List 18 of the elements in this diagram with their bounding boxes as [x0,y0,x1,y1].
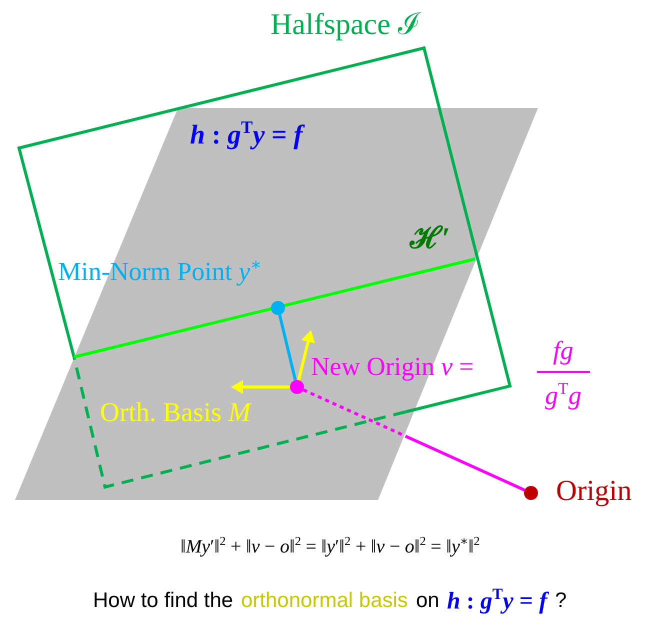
question-equation: h : g$^{T}$y = f [447,586,548,614]
question-text: orthonormal basis [241,588,408,612]
point-label: New Origin v = [311,353,474,382]
connector-line [302,388,526,492]
line-label: ℋ′ [410,222,450,255]
fraction-denominator: g$^{T}$g [545,380,582,411]
point-dot [524,486,538,500]
basis-label: Orth. Basis M [100,398,251,428]
point-label: Min-Norm Point y$^{∗}$ [58,256,262,287]
formula: ‖My′‖$^{2}$ + ‖v − o‖$^{2}$ = ‖y′‖$^{2}$ + ‖v − o‖$^{2}$ = ‖y$^{∗}$‖$^{2}$ [180,535,480,558]
question-text: on [416,588,440,612]
question-text: How to find the [93,588,234,612]
halfspace-heading: Halfspace ℐ [270,8,420,41]
plane-equation: h : g$^{T}$y = f [190,118,303,150]
question-text: ? [555,588,567,612]
point-label: Origin [556,476,632,508]
fraction-numerator: fg [553,337,574,366]
connector-line [278,314,297,381]
